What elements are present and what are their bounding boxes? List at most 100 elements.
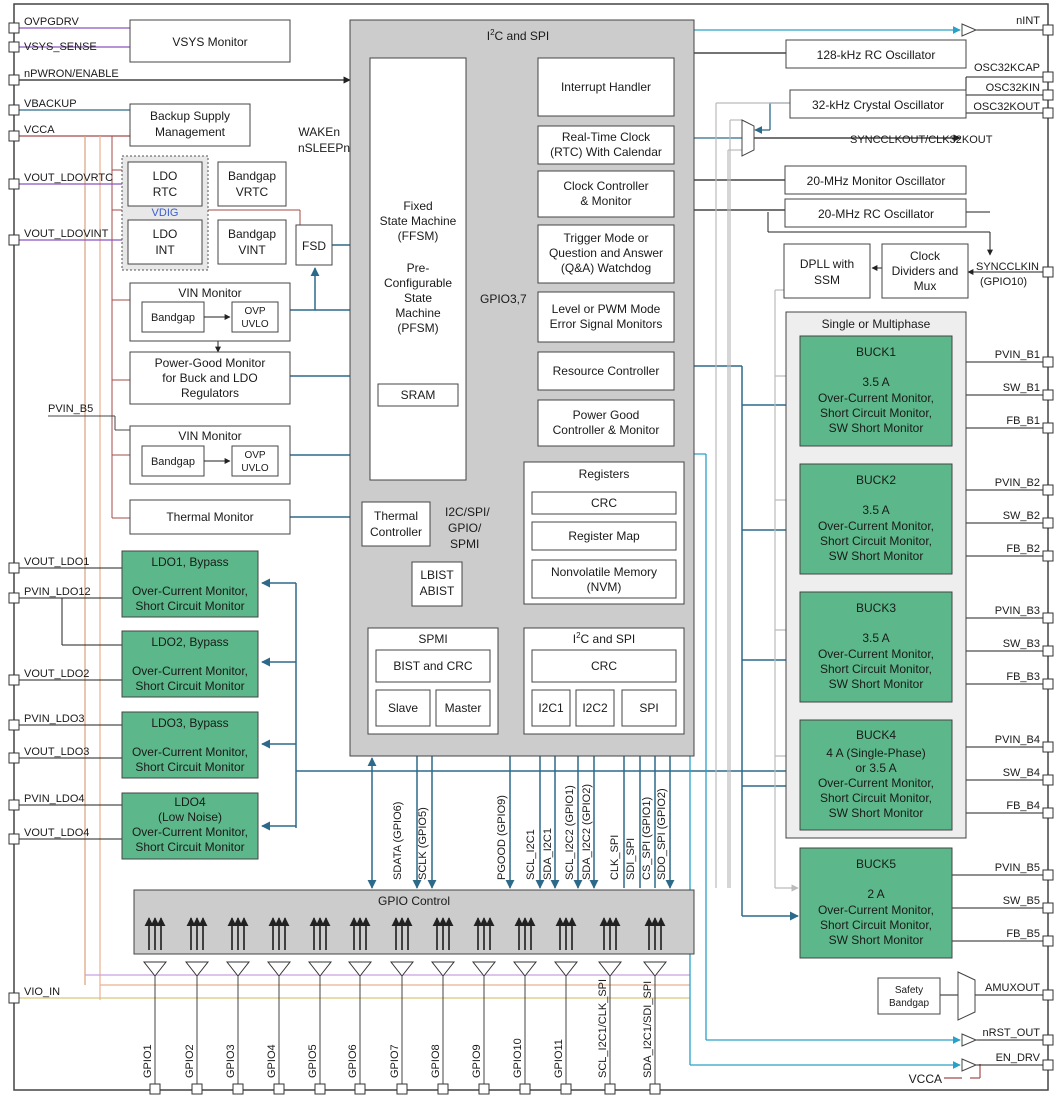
pin-amuxout: AMUXOUT [985, 982, 1040, 994]
bist-crc-label: BIST and CRC [393, 659, 472, 673]
ldo4-noise: (Low Noise) [158, 810, 222, 824]
uvlo-2: UVLO [241, 463, 268, 474]
buck3-sc: Short Circuit Monitor, [820, 662, 932, 676]
buck-blocks: Single or Multiphase BUCK1 3.5 A Over-Cu… [785, 311, 976, 1021]
multiphase-label: Single or Multiphase [822, 317, 931, 331]
slave-label: Slave [388, 701, 418, 715]
fsm-1: Fixed [403, 199, 432, 213]
fsm-3: (FFSM) [398, 229, 439, 243]
thermal-monitor-block [129, 499, 291, 535]
pin-square [232, 1083, 244, 1095]
gpio-pin-label: GPIO4 [266, 1044, 278, 1078]
pin-square [8, 74, 20, 86]
pin-square [1042, 356, 1054, 368]
bg-vint-1: Bandgap [228, 227, 276, 241]
nvm-2: (NVM) [587, 580, 622, 594]
core-title: I2C and SPI [487, 28, 550, 43]
nrst-buffer [961, 1033, 978, 1047]
ldo1-title: LDO1, Bypass [151, 555, 228, 569]
bist-crc-block [375, 649, 491, 683]
bus-signal-label: SDO_SPI (GPIO2) [656, 788, 668, 880]
ldo1-sc: Short Circuit Monitor [135, 599, 244, 613]
pin-pvin-b5: PVIN_B5 [995, 862, 1040, 874]
gpio-pin-label: GPIO10 [512, 1038, 524, 1078]
pin-square [149, 1083, 161, 1095]
gpio-buffer-triangle [471, 961, 497, 977]
bandgap-vrtc-block [217, 161, 287, 207]
pin-sw-b4: SW_B4 [1003, 767, 1040, 779]
buck3-block [799, 591, 953, 703]
pin-square [1042, 517, 1054, 529]
gpio-buffer-triangle [389, 961, 415, 977]
buck5-block [799, 847, 953, 959]
pin-osc32kout: OSC32KOUT [973, 101, 1040, 113]
gpio-pin-label: SDA_I2C1/SDI_SPI [642, 981, 654, 1078]
fsm-7: Machine [395, 306, 441, 320]
resource-controller-block [537, 351, 675, 391]
gpio-control-label: GPIO Control [378, 894, 450, 908]
ldo-rtc-2: RTC [153, 185, 178, 199]
bus-signal-label: SCL_I2C2 (GPIO1) [564, 785, 576, 880]
gpio-pin-label: GPIO8 [430, 1044, 442, 1078]
regmap-label: Register Map [568, 529, 640, 543]
ldo4-block [121, 792, 259, 860]
gpio-pin-label: GPIO3 [225, 1044, 237, 1078]
sram-block [377, 383, 459, 407]
pin-square [1042, 774, 1054, 786]
osc32-block [789, 89, 967, 119]
gpio-pin-label: GPIO1 [142, 1044, 154, 1078]
error-signal-block [537, 291, 675, 343]
ldo2-title: LDO2, Bypass [151, 635, 228, 649]
gpio-pin-label: GPIO5 [307, 1044, 319, 1078]
pin-osc32kcap: OSC32KCAP [974, 62, 1040, 74]
ldo1-oc: Over-Current Monitor, [132, 584, 248, 598]
sram-label: SRAM [401, 388, 436, 402]
bandgap-1-block [141, 301, 205, 333]
buck5-oc: Over-Current Monitor, [818, 903, 934, 917]
ldo-int-block [127, 219, 203, 265]
bus-signal-label: SDA_I2C2 (GPIO2) [581, 784, 593, 880]
pin-square [1042, 807, 1054, 819]
pin-square [1042, 741, 1054, 753]
bandgap-2-block [141, 445, 205, 477]
pin-square [8, 674, 20, 686]
pin-pvin-b5-left: PVIN_B5 [48, 403, 93, 415]
buck1-sw: SW Short Monitor [829, 421, 924, 435]
bg-vrtc-1: Bandgap [228, 169, 276, 183]
ldo-rtc-1: LDO [153, 169, 178, 183]
pin-square [649, 1083, 661, 1095]
gpio-pin-label: GPIO6 [347, 1044, 359, 1078]
spi-label: SPI [639, 701, 658, 715]
ldo2-sc: Short Circuit Monitor [135, 679, 244, 693]
fsm-5: Configurable [384, 276, 452, 290]
buck4-title: BUCK4 [856, 728, 896, 742]
pin-vio-in: VIO_IN [24, 986, 60, 998]
buck3-current: 3.5 A [862, 631, 889, 645]
syncclkout-label: SYNCCLKOUT/CLK32KOUT [850, 134, 993, 146]
buck4-sc: Short Circuit Monitor, [820, 791, 932, 805]
bus-label-3: SPMI [450, 537, 479, 551]
digital-core: I2C and SPI Fixed State Machine (FFSM) P… [349, 19, 695, 757]
trig-3: (Q&A) Watchdog [561, 261, 651, 275]
bus-signal-label: PGOOD (GPIO9) [496, 795, 508, 880]
pin-square [437, 1083, 449, 1095]
thermal-controller-block [361, 501, 431, 547]
clock-blocks: 128-kHz RC Oscillator 32-kHz Crystal Osc… [741, 39, 969, 299]
buck4-current-2: or 3.5 A [855, 761, 896, 775]
buck2-current: 3.5 A [862, 503, 889, 517]
pin-square [396, 1083, 408, 1095]
thermal-ctrl-2: Controller [370, 525, 422, 539]
crc2-block [531, 649, 677, 683]
ldo-int-1: LDO [153, 227, 178, 241]
pin-square [1042, 645, 1054, 657]
lbist-block [411, 561, 463, 607]
buck1-oc: Over-Current Monitor, [818, 391, 934, 405]
pin-square [1042, 24, 1054, 36]
register-map-block [531, 521, 677, 551]
gpio-buffer-triangle [642, 961, 668, 977]
trig-2: Question and Answer [549, 246, 663, 260]
pin-pvin-b3: PVIN_B3 [995, 605, 1040, 617]
sleep-label: nSLEEPn [298, 141, 350, 155]
clock-dividers-block [881, 243, 969, 299]
